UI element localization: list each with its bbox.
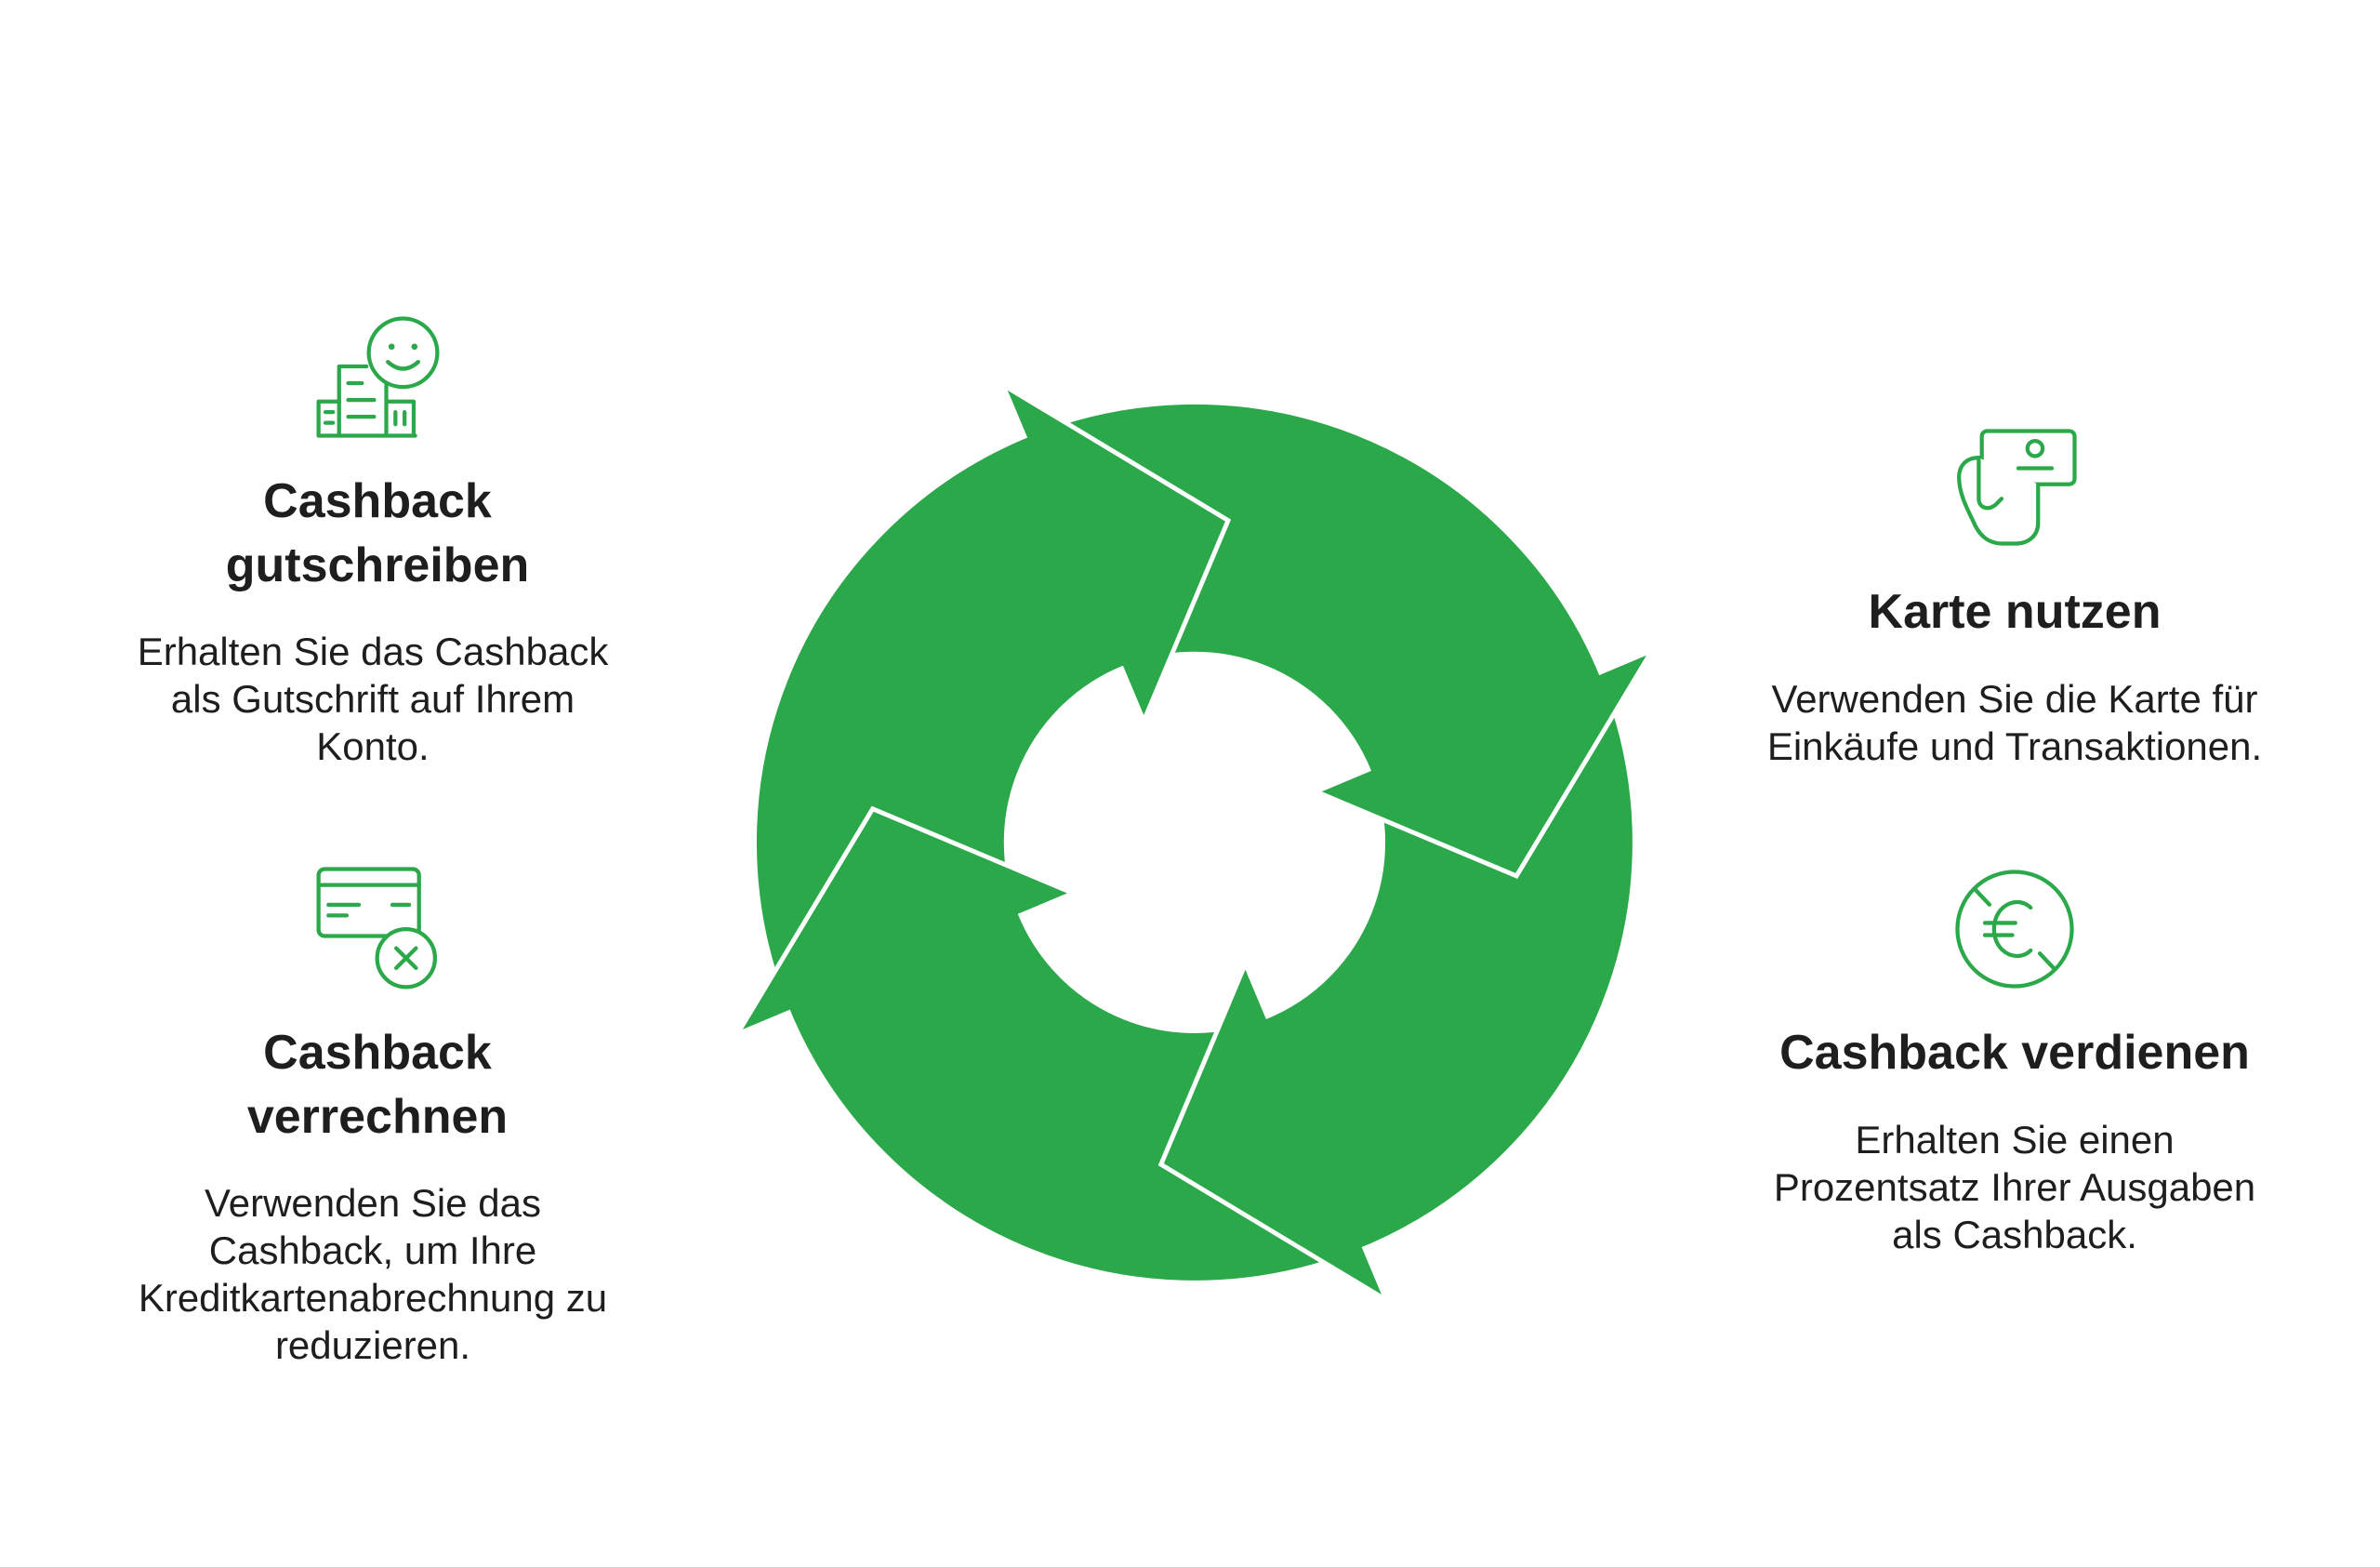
step-title: Karte nutzen [1868,585,2162,639]
hand-card-icon [1957,429,2077,546]
step-description: Erhalten Sie das Cashback als Gutschrift… [137,630,609,768]
arrowhead [1318,654,1650,876]
step-title: Cashback gutschreiben [225,474,530,592]
step-title: Cashback verrechnen [246,1026,509,1144]
cycle-arrow-right [1317,652,1652,880]
step-description: Erhalten Sie einen Prozentsatz Ihrer Aus… [1773,1118,2256,1256]
arrowhead [1006,386,1229,719]
building-smile-icon [316,316,440,438]
cycle-ring [756,404,1633,1281]
step-description: Verwenden Sie die Karte für Einkäufe und… [1766,677,2263,768]
cycle-arrow-left [736,805,1072,1032]
arrowhead [739,808,1071,1031]
step-description: Verwenden Sie das Cashback, um Ihre Kred… [138,1181,608,1367]
arrow-separator [736,805,1072,1032]
arrow-separator [1157,965,1384,1300]
arrow-separator [1004,384,1232,720]
euro-circle-icon [1955,870,2074,989]
cycle-arrow-bottom [1157,965,1384,1300]
card-cancel-icon [316,867,438,989]
arrowhead [1160,966,1383,1298]
cycle-arrow-top [1004,384,1232,720]
arrow-separator [1317,652,1652,880]
step-title: Cashback verdienen [1779,1026,2250,1080]
